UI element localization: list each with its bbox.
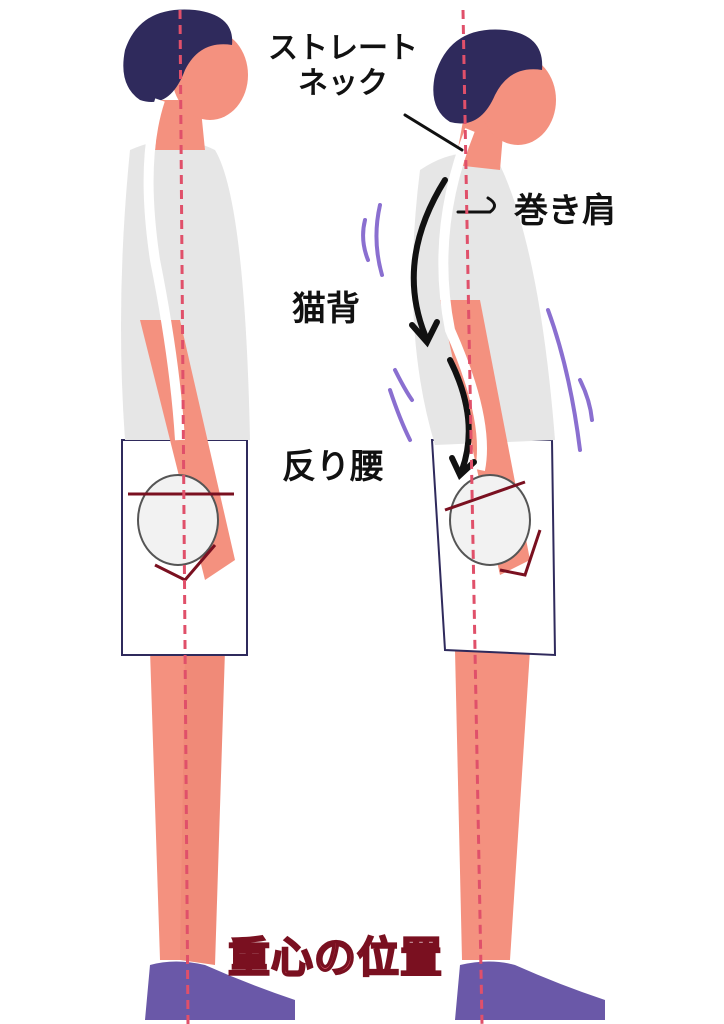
- right-pelvis-line: [444, 480, 526, 512]
- right-spine: [438, 128, 487, 471]
- left-spine: [143, 98, 185, 441]
- right-pelvis-angle: [499, 529, 542, 577]
- label-straight-neck-line2: ネック: [298, 65, 388, 101]
- left-shoe: [145, 961, 295, 1020]
- label-swayback: 反り腰: [282, 447, 384, 487]
- left-pelvis: [137, 474, 219, 566]
- swayback-arrow: [447, 357, 472, 473]
- left-hair: [123, 9, 233, 102]
- left-legs-front: [180, 650, 225, 965]
- label-rounded-shoulders: 巻き肩: [514, 191, 616, 231]
- bad-posture-figure: [412, 29, 605, 1020]
- label-center-of-gravity: 重心の位置: [227, 932, 444, 983]
- posture-arrows: [403, 113, 496, 480]
- label-straight-neck: ストレート ネック: [268, 31, 418, 101]
- label-hunchback: 猫背: [292, 289, 360, 329]
- right-shoe: [455, 961, 605, 1020]
- hunchback-arrow: [410, 177, 448, 338]
- neck-pointer: [403, 113, 464, 152]
- shoulder-arrow: [456, 196, 496, 214]
- label-straight-neck-line1: ストレート: [268, 31, 418, 66]
- right-gravity-line: [461, 9, 484, 1024]
- left-gravity-line: [178, 9, 190, 1024]
- right-legs: [455, 650, 530, 960]
- good-posture-figure: [121, 9, 295, 1020]
- right-pelvis: [449, 474, 531, 566]
- motion-lines: [361, 203, 594, 452]
- right-hair: [433, 29, 543, 124]
